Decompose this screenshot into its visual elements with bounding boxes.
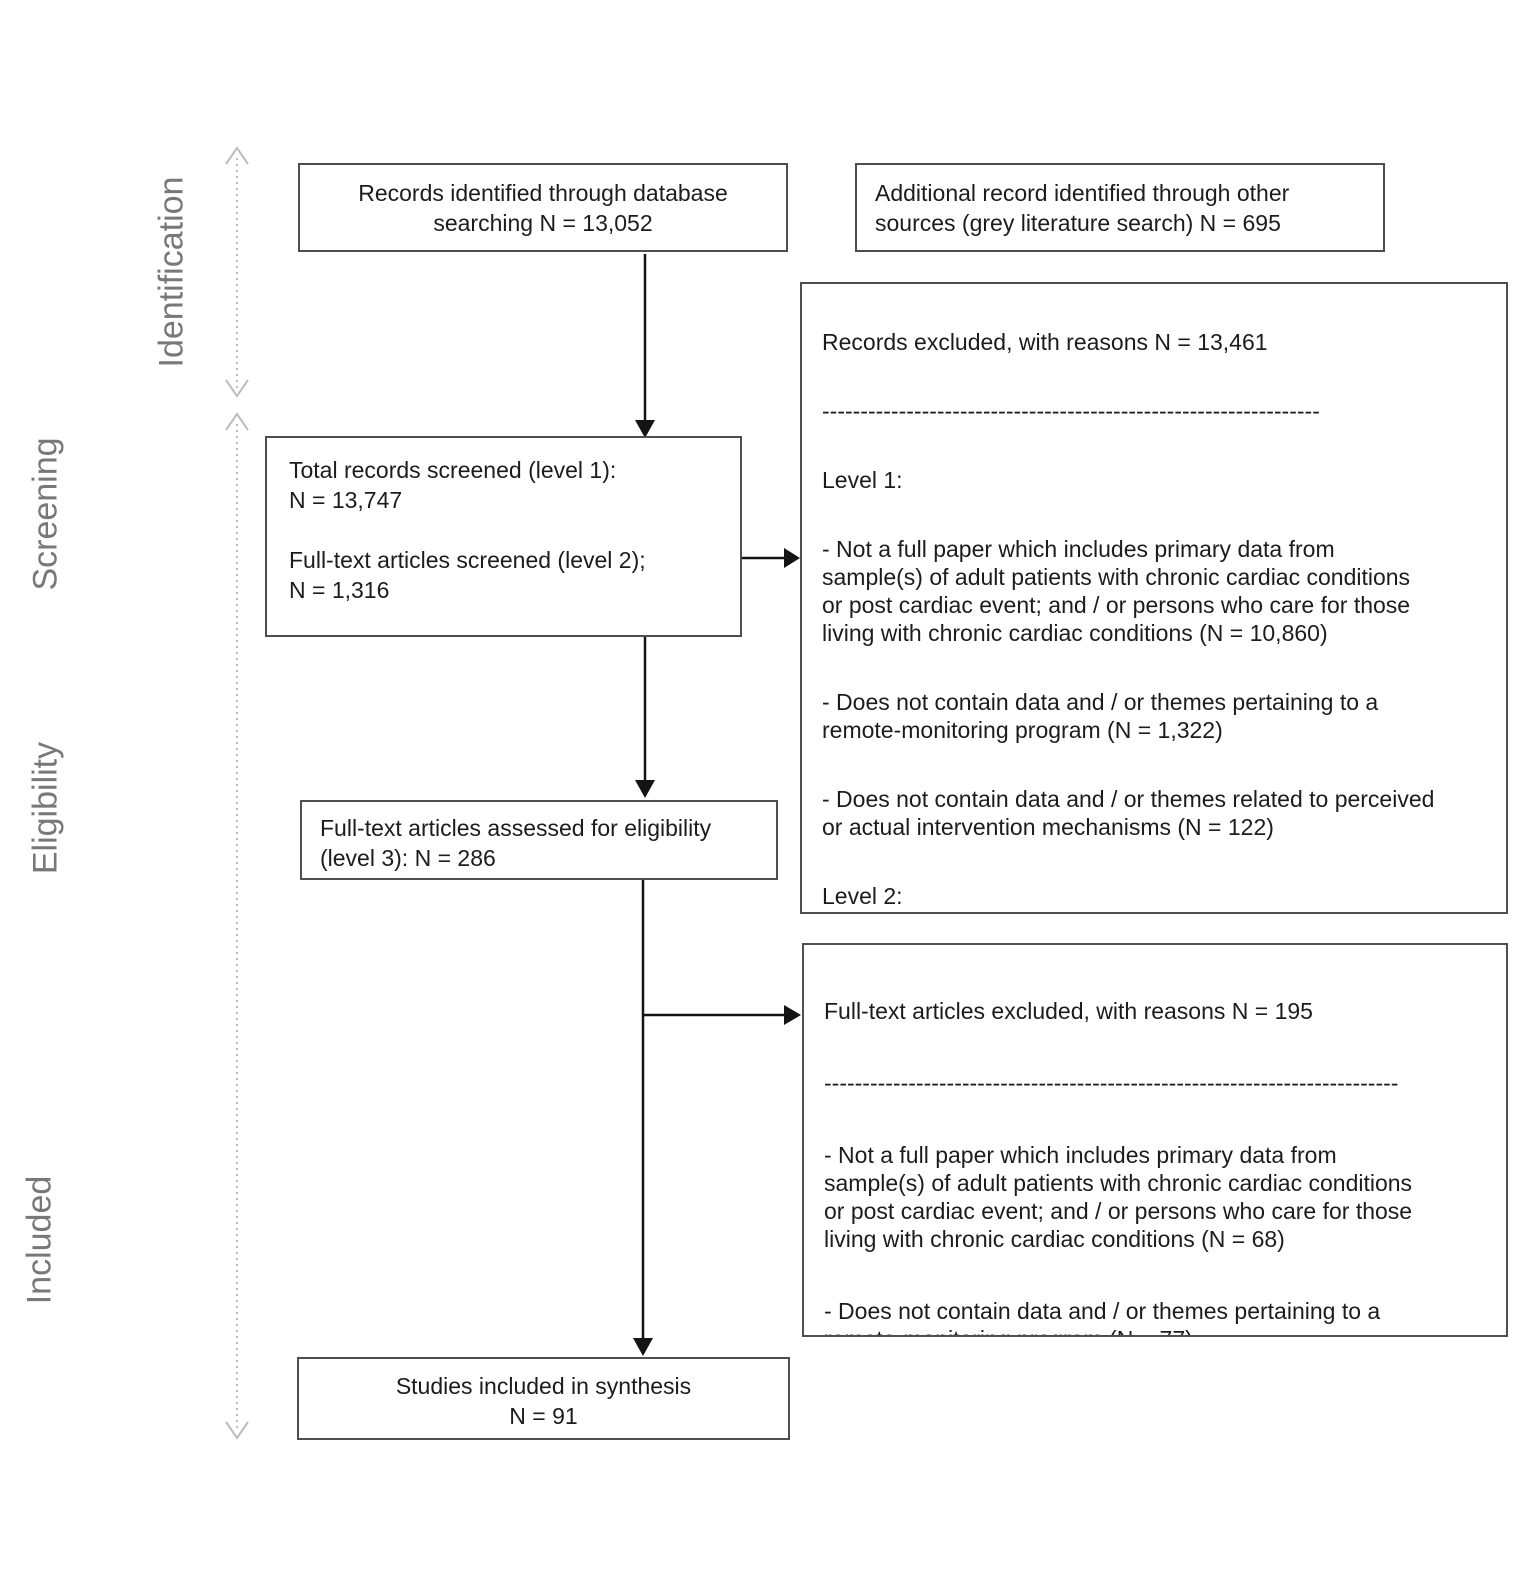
screening-span-up-chevron-icon [225,412,249,431]
records-excluded-reason: - Does not contain data and / or themes … [822,689,1379,743]
stage-label-included: Included [20,1175,59,1305]
fulltext-excluded-divider: ----------------------------------------… [824,1070,1399,1096]
box-records-excluded: Records excluded, with reasons N = 13,46… [800,282,1508,914]
included-span-down-chevron-icon [225,1421,249,1440]
identification-span-up-chevron-icon [225,146,249,165]
identification-span-down-chevron-icon [225,379,249,398]
records-excluded-level2-label: Level 2: [822,883,903,909]
arrow-eligibility-to-fulltext-excluded-head [784,1005,801,1025]
box-fulltext-excluded: Full-text articles excluded, with reason… [802,943,1508,1337]
arrow-screening-to-eligibility-head [635,780,655,798]
box-records-screened: Total records screened (level 1): N = 13… [265,436,742,637]
box-additional-records: Additional record identified through oth… [855,163,1385,252]
box-studies-included: Studies included in synthesis N = 91 [297,1357,790,1440]
records-excluded-reason: - Does not contain data and / or themes … [822,786,1435,840]
records-excluded-divider: ----------------------------------------… [822,398,1320,424]
records-excluded-heading: Records excluded, with reasons N = 13,46… [822,329,1268,355]
records-excluded-reason: - Not a full paper which includes primar… [822,536,1411,646]
fulltext-excluded-heading: Full-text articles excluded, with reason… [824,998,1313,1024]
arrow-identified-to-screening-head [635,420,655,438]
fulltext-excluded-reason: - Does not contain data and / or themes … [824,1298,1381,1335]
fulltext-excluded-reason: - Not a full paper which includes primar… [824,1142,1413,1252]
arrow-screening-to-excluded-head [784,548,800,568]
stage-label-eligibility: Eligibility [26,741,65,875]
arrow-eligibility-to-included-head [633,1338,653,1356]
stage-label-screening: Screening [26,437,65,591]
box-fulltext-assessed: Full-text articles assessed for eligibil… [300,800,778,880]
box-records-identified: Records identified through database sear… [298,163,788,252]
records-excluded-level1-label: Level 1: [822,467,903,493]
stage-label-identification: Identification [152,176,191,368]
